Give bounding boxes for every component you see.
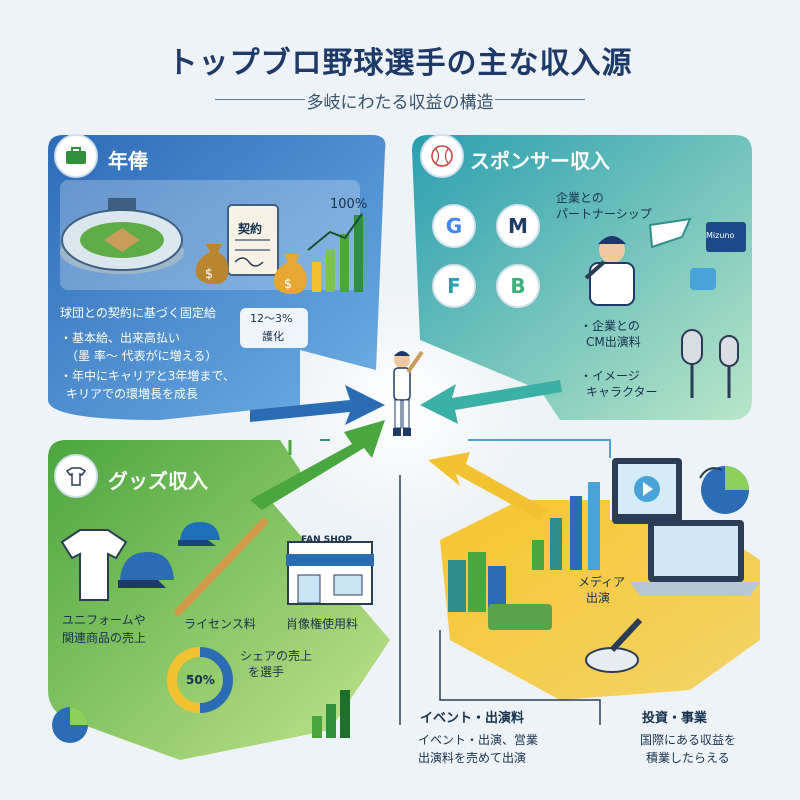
salary-bullet-2b: キリアでの環増長を成長 xyxy=(66,387,199,401)
sponsor-logo-f: F xyxy=(432,264,476,308)
monitor-icon xyxy=(612,458,682,524)
investment-heading: 投資・事業 xyxy=(642,711,708,726)
partnership-label-2: パートナーシップ xyxy=(556,207,652,221)
books-icon xyxy=(448,552,506,612)
sponsor-logo-b: B xyxy=(496,264,540,308)
event-desc-1: イベント・出演、営業 xyxy=(418,733,539,747)
baseball-icon xyxy=(420,134,464,178)
svg-text:$: $ xyxy=(284,277,292,292)
brand-tag-icon xyxy=(706,222,746,252)
briefcase-icon xyxy=(54,134,98,178)
investment-desc-2: 積業したらえる xyxy=(646,751,730,765)
jersey-icon xyxy=(60,529,128,601)
event-heading: イベント・出演料 xyxy=(420,711,525,726)
brand-tag-label: Mizuno xyxy=(706,231,735,240)
share-donut-chart xyxy=(167,647,233,713)
uniform-label-1: ユニフォームや xyxy=(62,613,146,627)
fan-shop-sign: FAN SHOP xyxy=(301,535,353,545)
media-label-1: メディア xyxy=(578,575,626,589)
tshirt-icon xyxy=(54,454,98,498)
growth-label-2: 護化 xyxy=(262,330,284,343)
microphone-icons xyxy=(681,329,739,398)
arrow-sponsor-to-player xyxy=(420,380,562,424)
sponsor-player-icon xyxy=(584,236,635,306)
thumbs-up-icon xyxy=(690,268,716,290)
share-label-2: を選手 xyxy=(248,665,285,679)
laptop-icon xyxy=(630,520,760,596)
pie-icon xyxy=(52,707,88,743)
media-label-2: 出演 xyxy=(586,591,611,605)
player-figure-icon xyxy=(393,350,424,436)
share-percent: 50% xyxy=(186,673,215,687)
cap-icon xyxy=(118,522,220,588)
growth-label-1: 12〜3% xyxy=(250,312,293,325)
stadium-icon xyxy=(60,198,184,274)
partnership-label-1: 企業との xyxy=(556,191,604,205)
growth-bar-chart xyxy=(307,213,363,292)
bar-icon xyxy=(312,690,350,738)
sponsor-logo-g: G xyxy=(432,204,476,248)
money-stack-icon xyxy=(488,604,552,630)
salary-description: 球団との契約に基づく固定給 xyxy=(60,306,216,320)
license-fee-label: ライセンス料 xyxy=(184,617,256,631)
media-microphone-icon xyxy=(585,617,643,673)
subtitle-divider-left xyxy=(215,99,305,100)
event-desc-2: 出演料を売めて出演 xyxy=(418,751,527,765)
contract-label: 契約 xyxy=(238,222,263,236)
image-character-label-2: キャラクター xyxy=(586,385,658,399)
salary-heading: 年俸 xyxy=(108,149,148,173)
salary-bullet-1a: ・基本給、出来高払い xyxy=(60,331,181,345)
svg-text:$: $ xyxy=(205,267,213,282)
speech-bubble-icon xyxy=(648,217,692,249)
speech-bubble-icon xyxy=(699,467,723,479)
investment-desc-1: 国際にある収益を xyxy=(640,733,737,747)
sponsor-heading: スポンサー収入 xyxy=(470,149,610,173)
arrow-goods-to-player xyxy=(250,420,385,510)
percent-label: 100% xyxy=(330,197,368,212)
salary-bullet-2a: ・年中にキャリアと3年増まで、 xyxy=(60,369,235,383)
subtitle-divider-right xyxy=(495,99,585,100)
fan-shop-icon xyxy=(286,541,374,605)
contract-document-icon xyxy=(227,204,279,276)
sponsor-logo-m: M xyxy=(496,204,540,248)
arrow-salary-to-player xyxy=(250,385,385,425)
image-character-label-1: ・イメージ xyxy=(580,369,640,383)
portrait-fee-label: 肖像権使用料 xyxy=(286,617,359,631)
arrow-media-to-player xyxy=(428,452,548,520)
media-bar-chart xyxy=(532,482,600,570)
cm-label-2: CM出演料 xyxy=(586,335,641,349)
share-label-1: シェアの売上 xyxy=(240,649,313,663)
money-bag-icon: $ $ xyxy=(195,244,307,295)
uniform-label-2: 関連商品の売上 xyxy=(62,631,147,645)
media-pie-icon xyxy=(701,466,749,514)
bat-icon xyxy=(174,518,268,616)
cm-label-1: ・企業との xyxy=(580,319,640,333)
salary-bullet-1b: （墨 率〜 代表がに増える） xyxy=(66,349,218,363)
goods-heading: グッズ収入 xyxy=(108,469,208,493)
page-title: トップブロ野球選手の主な収入源 xyxy=(167,46,633,81)
page-subtitle: 多岐にわたる収益の構造 xyxy=(306,93,494,113)
